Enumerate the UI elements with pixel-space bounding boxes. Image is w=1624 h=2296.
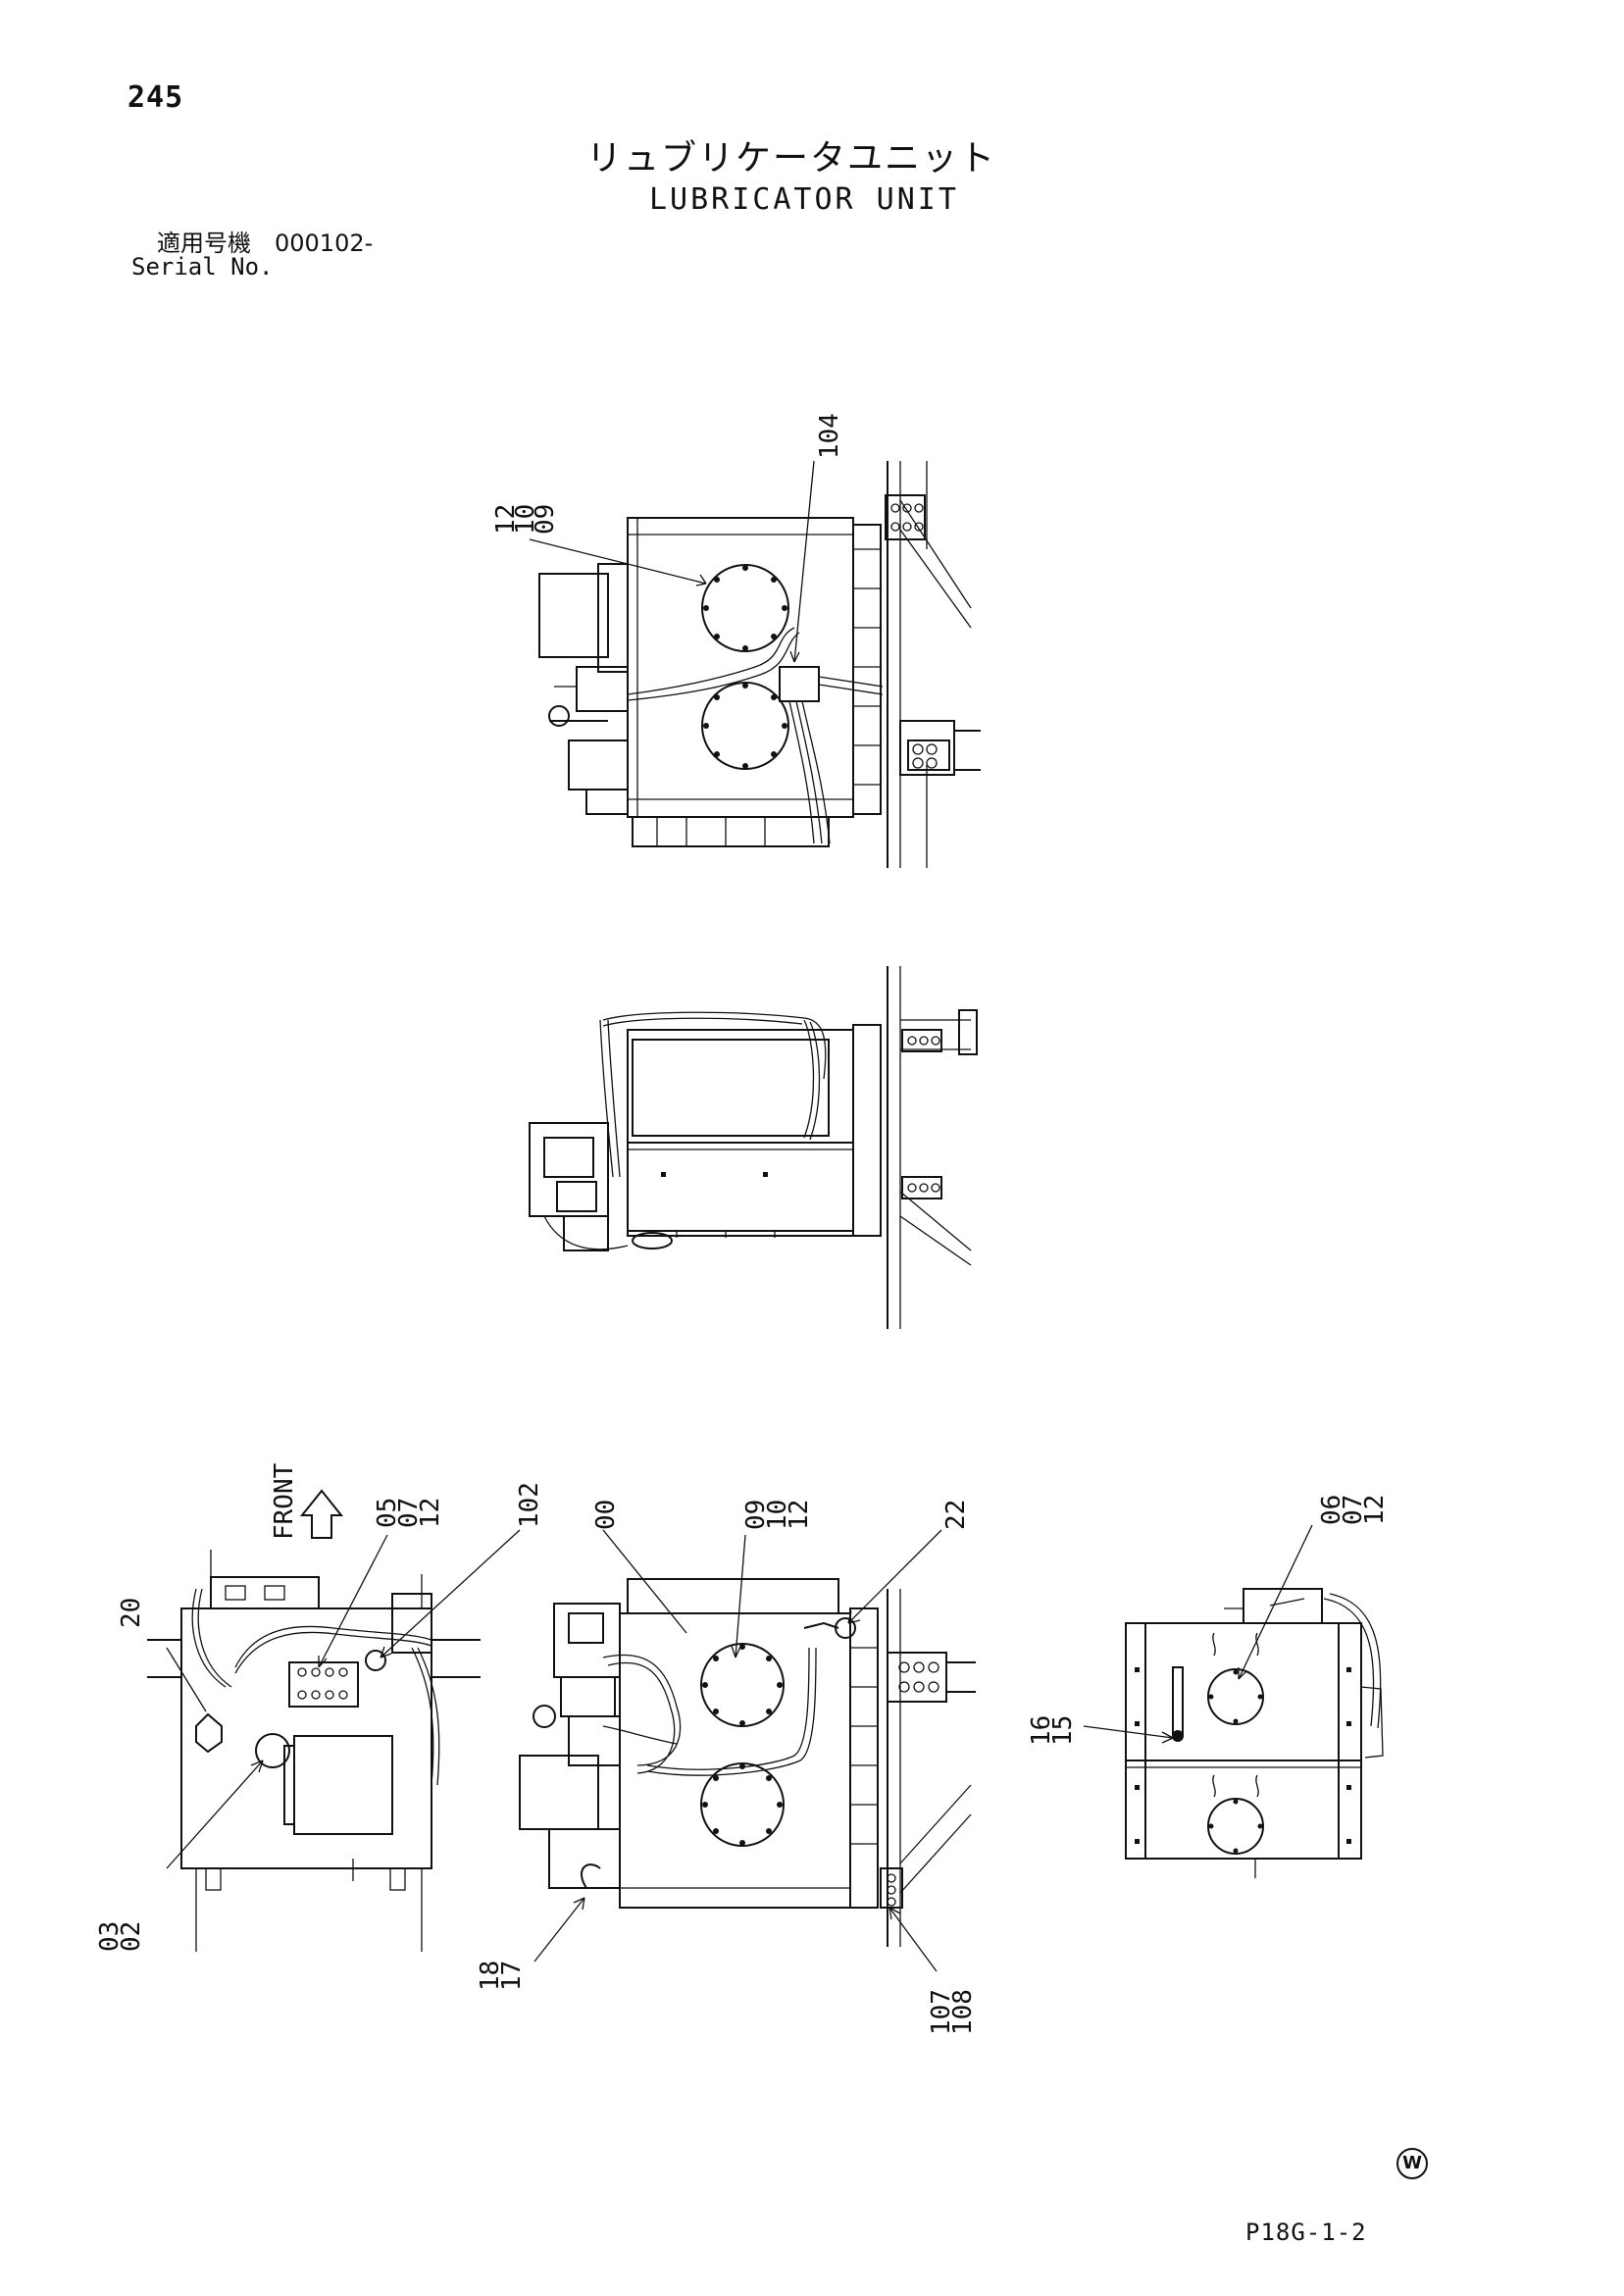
- callout-left-102: 102: [515, 1482, 544, 1528]
- cover-lower-right: [1207, 1798, 1264, 1855]
- mounting-bracket: [899, 720, 955, 776]
- tank-body-left: [180, 1607, 432, 1869]
- callout-middle-107: 107: [927, 1989, 956, 2035]
- view-bottom-left: [147, 1529, 521, 1952]
- front-label: FRONT: [270, 1462, 299, 1540]
- top-fitting: [1243, 1588, 1323, 1624]
- callout-right-16: 16: [1027, 1715, 1056, 1746]
- callout-middle-10: 10: [763, 1500, 792, 1530]
- callout-top-09: 09: [531, 504, 560, 535]
- callout-right-06: 06: [1317, 1495, 1346, 1525]
- callout-right-12: 12: [1360, 1495, 1390, 1525]
- callout-middle-22: 22: [941, 1500, 971, 1530]
- callout-left-05: 05: [373, 1498, 402, 1528]
- callout-top-12: 12: [491, 504, 521, 535]
- view-top: [529, 460, 981, 868]
- callout-left-07: 07: [394, 1498, 424, 1528]
- serial-label-english: Serial No.: [131, 253, 274, 281]
- tank-body-side: [627, 1029, 854, 1237]
- serial-label-japanese: 適用号機 000102-: [157, 230, 374, 257]
- level-gauge: [1172, 1666, 1184, 1737]
- callout-left-12: 12: [416, 1498, 445, 1528]
- bracket-middle: [887, 1652, 947, 1703]
- view-bottom-right: [1083, 1524, 1384, 1878]
- title-english: LUBRICATOR UNIT: [649, 182, 959, 217]
- w-mark-icon: W: [1396, 2148, 1428, 2179]
- callout-middle-00: 00: [591, 1500, 621, 1530]
- distributor-valve: [779, 666, 820, 702]
- inspection-cover-upper-middle: [700, 1643, 785, 1727]
- callout-left-20: 20: [117, 1598, 146, 1628]
- page-number: 245: [127, 80, 184, 115]
- callout-middle-18: 18: [476, 1961, 505, 1991]
- grease-pump-middle: [553, 1603, 621, 1678]
- callout-middle-12: 12: [785, 1500, 814, 1530]
- title-japanese: リュブリケータユニット: [586, 138, 997, 179]
- drawing-code: P18G-1-2: [1245, 2219, 1367, 2246]
- callout-left-02: 02: [117, 1921, 146, 1952]
- callout-middle-09: 09: [741, 1500, 771, 1530]
- inspection-cover-lower-middle: [700, 1762, 785, 1847]
- callout-middle-17: 17: [497, 1961, 527, 1991]
- callout-middle-108: 108: [948, 1989, 978, 2035]
- lubrication-pump: [538, 573, 609, 658]
- callout-left-03: 03: [95, 1921, 125, 1952]
- callout-right-15: 15: [1048, 1715, 1078, 1746]
- callout-top-104: 104: [815, 413, 844, 459]
- cover-upper-right: [1207, 1668, 1264, 1725]
- filter-cover: [293, 1735, 393, 1835]
- callout-top-10: 10: [511, 504, 540, 535]
- view-bottom-middle: [519, 1529, 976, 1972]
- tank-panel: [632, 1039, 830, 1137]
- callout-right-07: 07: [1339, 1495, 1368, 1525]
- tank-body-right: [1125, 1622, 1362, 1860]
- view-side: [529, 966, 978, 1329]
- front-direction-arrow: [299, 1489, 344, 1539]
- fill-port: [255, 1733, 290, 1768]
